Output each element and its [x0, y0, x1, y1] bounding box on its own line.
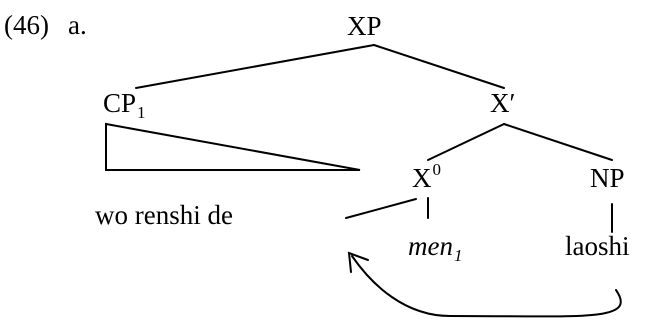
edge-xp-cp	[135, 44, 375, 89]
leaf-x0-text: men1	[408, 231, 462, 265]
node-np: NP	[590, 163, 625, 193]
edge-xp-xbar	[373, 44, 505, 89]
node-xbar: X′	[490, 88, 516, 118]
cp-triangle	[105, 122, 361, 171]
edge-xbar-x0	[427, 123, 505, 161]
node-cp-index: 1	[137, 103, 146, 122]
leaf-x0-base: men	[408, 231, 453, 261]
example-letter: a.	[68, 10, 87, 40]
node-cp: CP1	[103, 88, 146, 122]
leaf-np-text: laoshi	[565, 231, 630, 261]
edge-xbar-np	[503, 123, 613, 161]
leaf-x0-index: 1	[453, 246, 463, 265]
movement-arrow-curve	[351, 255, 622, 318]
leaf-cp-text: wo renshi de	[95, 200, 233, 230]
example-number: (46)	[4, 10, 49, 40]
node-xp: XP	[347, 11, 382, 41]
movement-arrow-head	[347, 251, 369, 273]
node-x0-bar-level: 0	[432, 160, 442, 179]
node-cp-base: CP	[103, 88, 137, 118]
node-x0-base: X	[412, 163, 432, 193]
landing-site-line	[345, 198, 417, 219]
node-x0: X0	[412, 161, 441, 193]
